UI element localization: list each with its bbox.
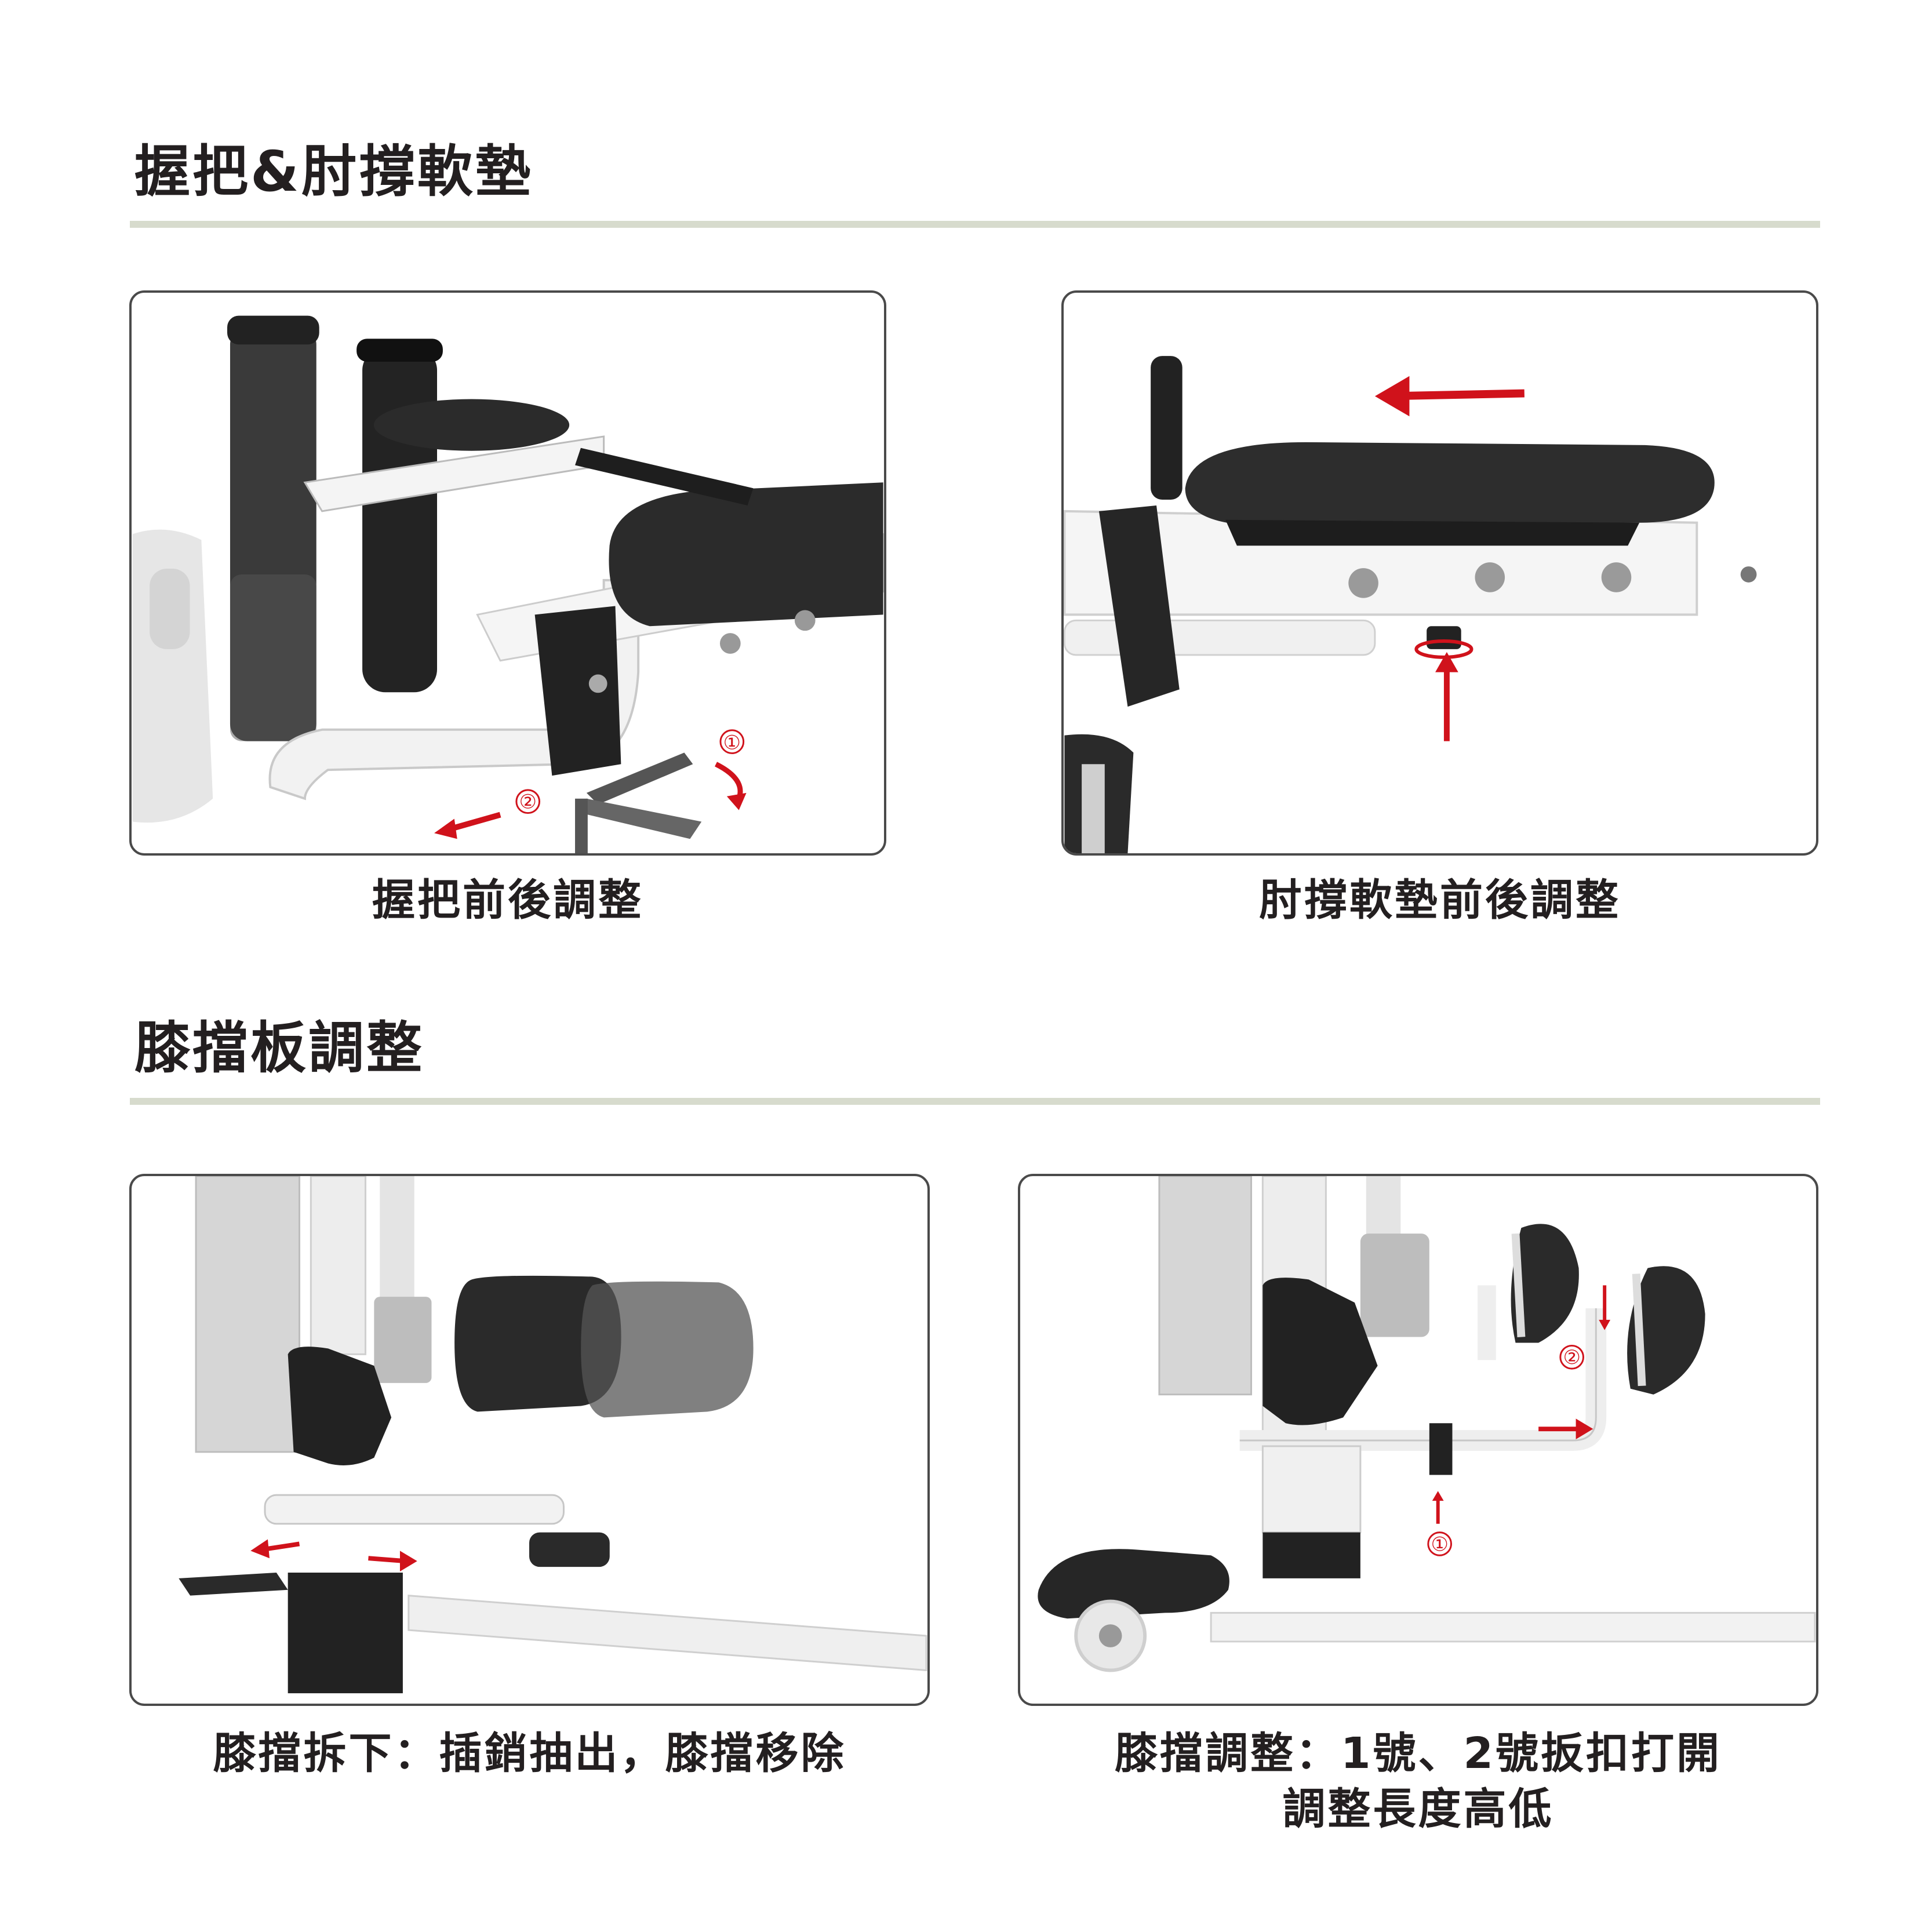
marker-2: ②	[1563, 1346, 1581, 1369]
marker-2: ②	[519, 791, 537, 813]
elbow-pad-illustration	[1064, 356, 1757, 853]
caption-knee-pad-adjust: 膝擋調整：1號、2號扳扣打開 調整長度高低	[1018, 1726, 1818, 1837]
section-divider	[130, 221, 1820, 228]
caption-elbow-pad-adjust: 肘撐軟墊前後調整	[1259, 875, 1621, 925]
knee-pad-adjust-illustration: ① ②	[1038, 1176, 1816, 1672]
caption-knee-pad-adjust-line2: 調整長度高低	[1282, 1784, 1554, 1835]
section-title-grip-elbow: 握把&肘撐軟墊	[134, 139, 533, 204]
photo-elbow-pad-adjust	[1061, 290, 1818, 856]
marker-1: ①	[1431, 1533, 1449, 1555]
photo-knee-pad-remove	[129, 1174, 930, 1706]
grip-adjust-illustration: ① ②	[132, 315, 884, 853]
photo-grip-adjust: ① ②	[129, 290, 886, 856]
knee-pad-remove-illustration	[179, 1176, 927, 1694]
caption-knee-pad-remove: 膝擋拆下：插銷抽出，膝擋移除	[213, 1729, 846, 1778]
caption-knee-pad-adjust-line1: 膝擋調整：1號、2號扳扣打開	[1115, 1729, 1722, 1778]
section-divider	[130, 1098, 1820, 1105]
section-title-knee-pad: 膝擋板調整	[134, 1016, 424, 1080]
caption-grip-adjust: 握把前後調整	[372, 875, 643, 925]
marker-1: ①	[723, 731, 741, 754]
photo-knee-pad-adjust: ① ②	[1018, 1174, 1818, 1706]
